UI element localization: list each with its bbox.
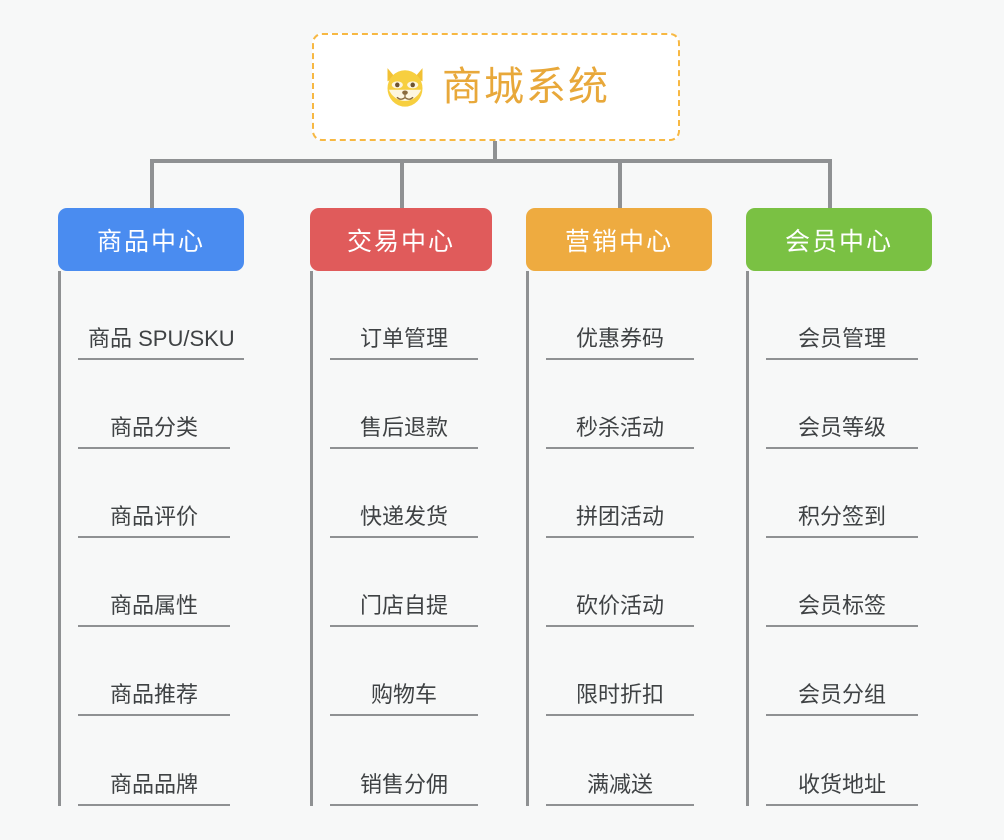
branch-header-label: 交易中心 [346, 227, 455, 256]
list-item[interactable]: 商品属性 [76, 538, 244, 627]
list-item-label: 秒杀活动 [546, 415, 694, 449]
list-item-label: 购物车 [330, 682, 478, 716]
list-item-label: 商品分类 [78, 415, 230, 449]
branch-item-list-member: 会员管理 会员等级 积分签到 会员标签 会员分组 收货地址 [746, 271, 932, 806]
list-item-label: 收货地址 [766, 772, 918, 806]
root-node[interactable]: 商城系统 [312, 33, 680, 141]
branch-header-trade[interactable]: 交易中心 [310, 208, 492, 271]
list-item-label: 积分签到 [766, 504, 918, 538]
branch-item-list-trade: 订单管理 售后退款 快递发货 门店自提 购物车 销售分佣 [310, 271, 492, 806]
list-item-label: 会员管理 [766, 326, 918, 360]
list-item[interactable]: 商品推荐 [76, 627, 244, 716]
list-item[interactable]: 会员管理 [764, 271, 932, 360]
list-item-label: 会员标签 [766, 593, 918, 627]
shiba-dog-face-icon [387, 68, 423, 107]
list-item[interactable]: 会员标签 [764, 538, 932, 627]
list-item-label: 商品属性 [78, 593, 230, 627]
list-item[interactable]: 秒杀活动 [544, 360, 712, 449]
list-item-label: 快递发货 [330, 504, 478, 538]
list-item[interactable]: 优惠券码 [544, 271, 712, 360]
list-item[interactable]: 拼团活动 [544, 449, 712, 538]
connector-horizontal-bus [150, 159, 832, 163]
branch-column-member: 会员中心 会员管理 会员等级 积分签到 会员标签 会员分组 收货地址 [746, 208, 932, 806]
list-item-label: 商品品牌 [78, 772, 230, 806]
list-item-label: 满减送 [546, 772, 694, 806]
connector-drop-branch-3 [618, 159, 622, 209]
list-item[interactable]: 会员分组 [764, 627, 932, 716]
branch-header-product[interactable]: 商品中心 [58, 208, 244, 271]
list-item-label: 优惠券码 [546, 326, 694, 360]
list-item[interactable]: 积分签到 [764, 449, 932, 538]
branch-column-trade: 交易中心 订单管理 售后退款 快递发货 门店自提 购物车 销售分佣 [310, 208, 492, 806]
branch-header-marketing[interactable]: 营销中心 [526, 208, 712, 271]
list-item[interactable]: 限时折扣 [544, 627, 712, 716]
list-item[interactable]: 会员等级 [764, 360, 932, 449]
branch-item-list-product: 商品 SPU/SKU 商品分类 商品评价 商品属性 商品推荐 商品品牌 [58, 271, 244, 806]
list-item[interactable]: 门店自提 [328, 538, 492, 627]
list-item-label: 销售分佣 [330, 772, 478, 806]
list-item-label: 会员等级 [766, 415, 918, 449]
list-item[interactable]: 商品评价 [76, 449, 244, 538]
list-item[interactable]: 订单管理 [328, 271, 492, 360]
list-item-label: 限时折扣 [546, 682, 694, 716]
list-item-label: 商品推荐 [78, 682, 230, 716]
branch-header-label: 商品中心 [96, 227, 205, 256]
list-item[interactable]: 购物车 [328, 627, 492, 716]
branch-column-product: 商品中心 商品 SPU/SKU 商品分类 商品评价 商品属性 商品推荐 商品品牌 [58, 208, 244, 806]
list-item[interactable]: 售后退款 [328, 360, 492, 449]
list-item-label: 门店自提 [330, 593, 478, 627]
list-item-label: 拼团活动 [546, 504, 694, 538]
list-item-label: 商品 SPU/SKU [78, 326, 244, 360]
connector-root-stem [493, 141, 497, 163]
list-item-label: 订单管理 [330, 326, 478, 360]
root-title: 商城系统 [442, 65, 610, 109]
list-item[interactable]: 商品 SPU/SKU [76, 271, 244, 360]
list-item-label: 砍价活动 [546, 593, 694, 627]
branch-item-list-marketing: 优惠券码 秒杀活动 拼团活动 砍价活动 限时折扣 满减送 [526, 271, 712, 806]
branch-column-marketing: 营销中心 优惠券码 秒杀活动 拼团活动 砍价活动 限时折扣 满减送 [526, 208, 712, 806]
list-item-label: 商品评价 [78, 504, 230, 538]
branch-header-member[interactable]: 会员中心 [746, 208, 932, 271]
connector-drop-branch-2 [400, 159, 404, 209]
branch-header-label: 营销中心 [564, 227, 673, 256]
list-item[interactable]: 商品品牌 [76, 716, 244, 806]
connector-drop-branch-1 [150, 159, 154, 209]
list-item[interactable]: 砍价活动 [544, 538, 712, 627]
list-item[interactable]: 商品分类 [76, 360, 244, 449]
list-item[interactable]: 满减送 [544, 716, 712, 806]
list-item[interactable]: 收货地址 [764, 716, 932, 806]
list-item[interactable]: 快递发货 [328, 449, 492, 538]
list-item-label: 售后退款 [330, 415, 478, 449]
list-item-label: 会员分组 [766, 682, 918, 716]
connector-drop-branch-4 [828, 159, 832, 209]
branch-header-label: 会员中心 [784, 227, 893, 256]
list-item[interactable]: 销售分佣 [328, 716, 492, 806]
